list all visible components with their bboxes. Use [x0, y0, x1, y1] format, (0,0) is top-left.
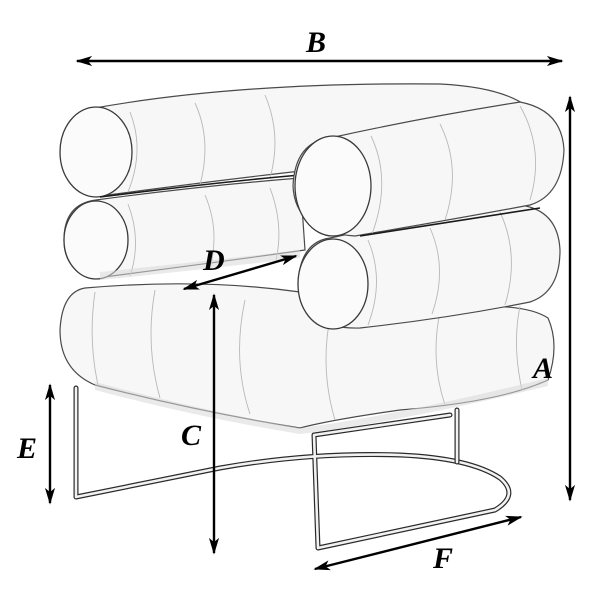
dimension-c: C: [181, 293, 220, 555]
dimension-d-arrow: [182, 254, 298, 291]
chrome-tubular-base: [73, 385, 512, 551]
dimension-e-label: E: [16, 432, 37, 465]
dimension-e: E: [16, 383, 56, 505]
dimension-d-label: D: [202, 244, 225, 277]
back-top-cushion-roll: [59, 83, 541, 198]
dimension-f-arrow: [313, 515, 523, 571]
back-middle-cushion-roll: [63, 177, 306, 280]
dimension-c-label: C: [181, 419, 202, 452]
dimension-f-label: F: [432, 542, 453, 575]
dimension-b-label: B: [305, 26, 326, 59]
dimension-b: B: [75, 26, 564, 67]
dimension-d: D: [182, 244, 298, 291]
dimension-f: F: [313, 515, 523, 575]
armrest-top-cushion-roll: [292, 101, 565, 237]
dimension-a-label: A: [531, 352, 553, 385]
dimension-a: A: [531, 95, 576, 502]
